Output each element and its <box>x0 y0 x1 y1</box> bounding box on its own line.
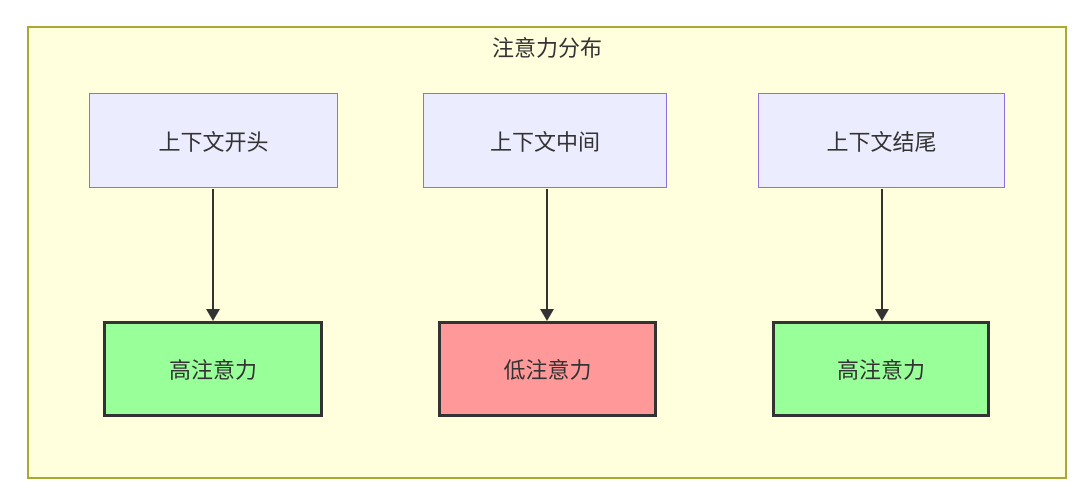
node-label: 高注意力 <box>836 358 925 383</box>
node-high-attention-start: 高注意力 <box>103 321 323 417</box>
arrow-line <box>881 189 883 310</box>
node-context-middle: 上下文中间 <box>423 93 667 188</box>
arrow-end-to-high <box>875 189 889 321</box>
node-label: 上下文中间 <box>489 129 600 155</box>
node-low-attention-middle: 低注意力 <box>438 321 657 417</box>
arrow-start-to-high <box>206 189 220 321</box>
node-label: 上下文结尾 <box>826 129 937 155</box>
arrow-line <box>546 189 548 310</box>
node-label: 低注意力 <box>503 358 592 383</box>
node-high-attention-end: 高注意力 <box>772 321 990 417</box>
arrow-line <box>212 189 214 310</box>
attention-distribution-cluster: 注意力分布 上下文开头 高注意力 上下文中间 低注意力 上下文结尾 高注意力 <box>27 26 1067 479</box>
arrow-head-icon <box>540 309 554 321</box>
cluster-title: 注意力分布 <box>491 36 602 61</box>
arrow-head-icon <box>206 309 220 321</box>
node-label: 高注意力 <box>168 358 257 383</box>
node-label: 上下文开头 <box>158 129 269 155</box>
node-context-end: 上下文结尾 <box>758 93 1005 188</box>
arrow-middle-to-low <box>540 189 554 321</box>
node-context-start: 上下文开头 <box>89 93 338 188</box>
arrow-head-icon <box>875 309 889 321</box>
